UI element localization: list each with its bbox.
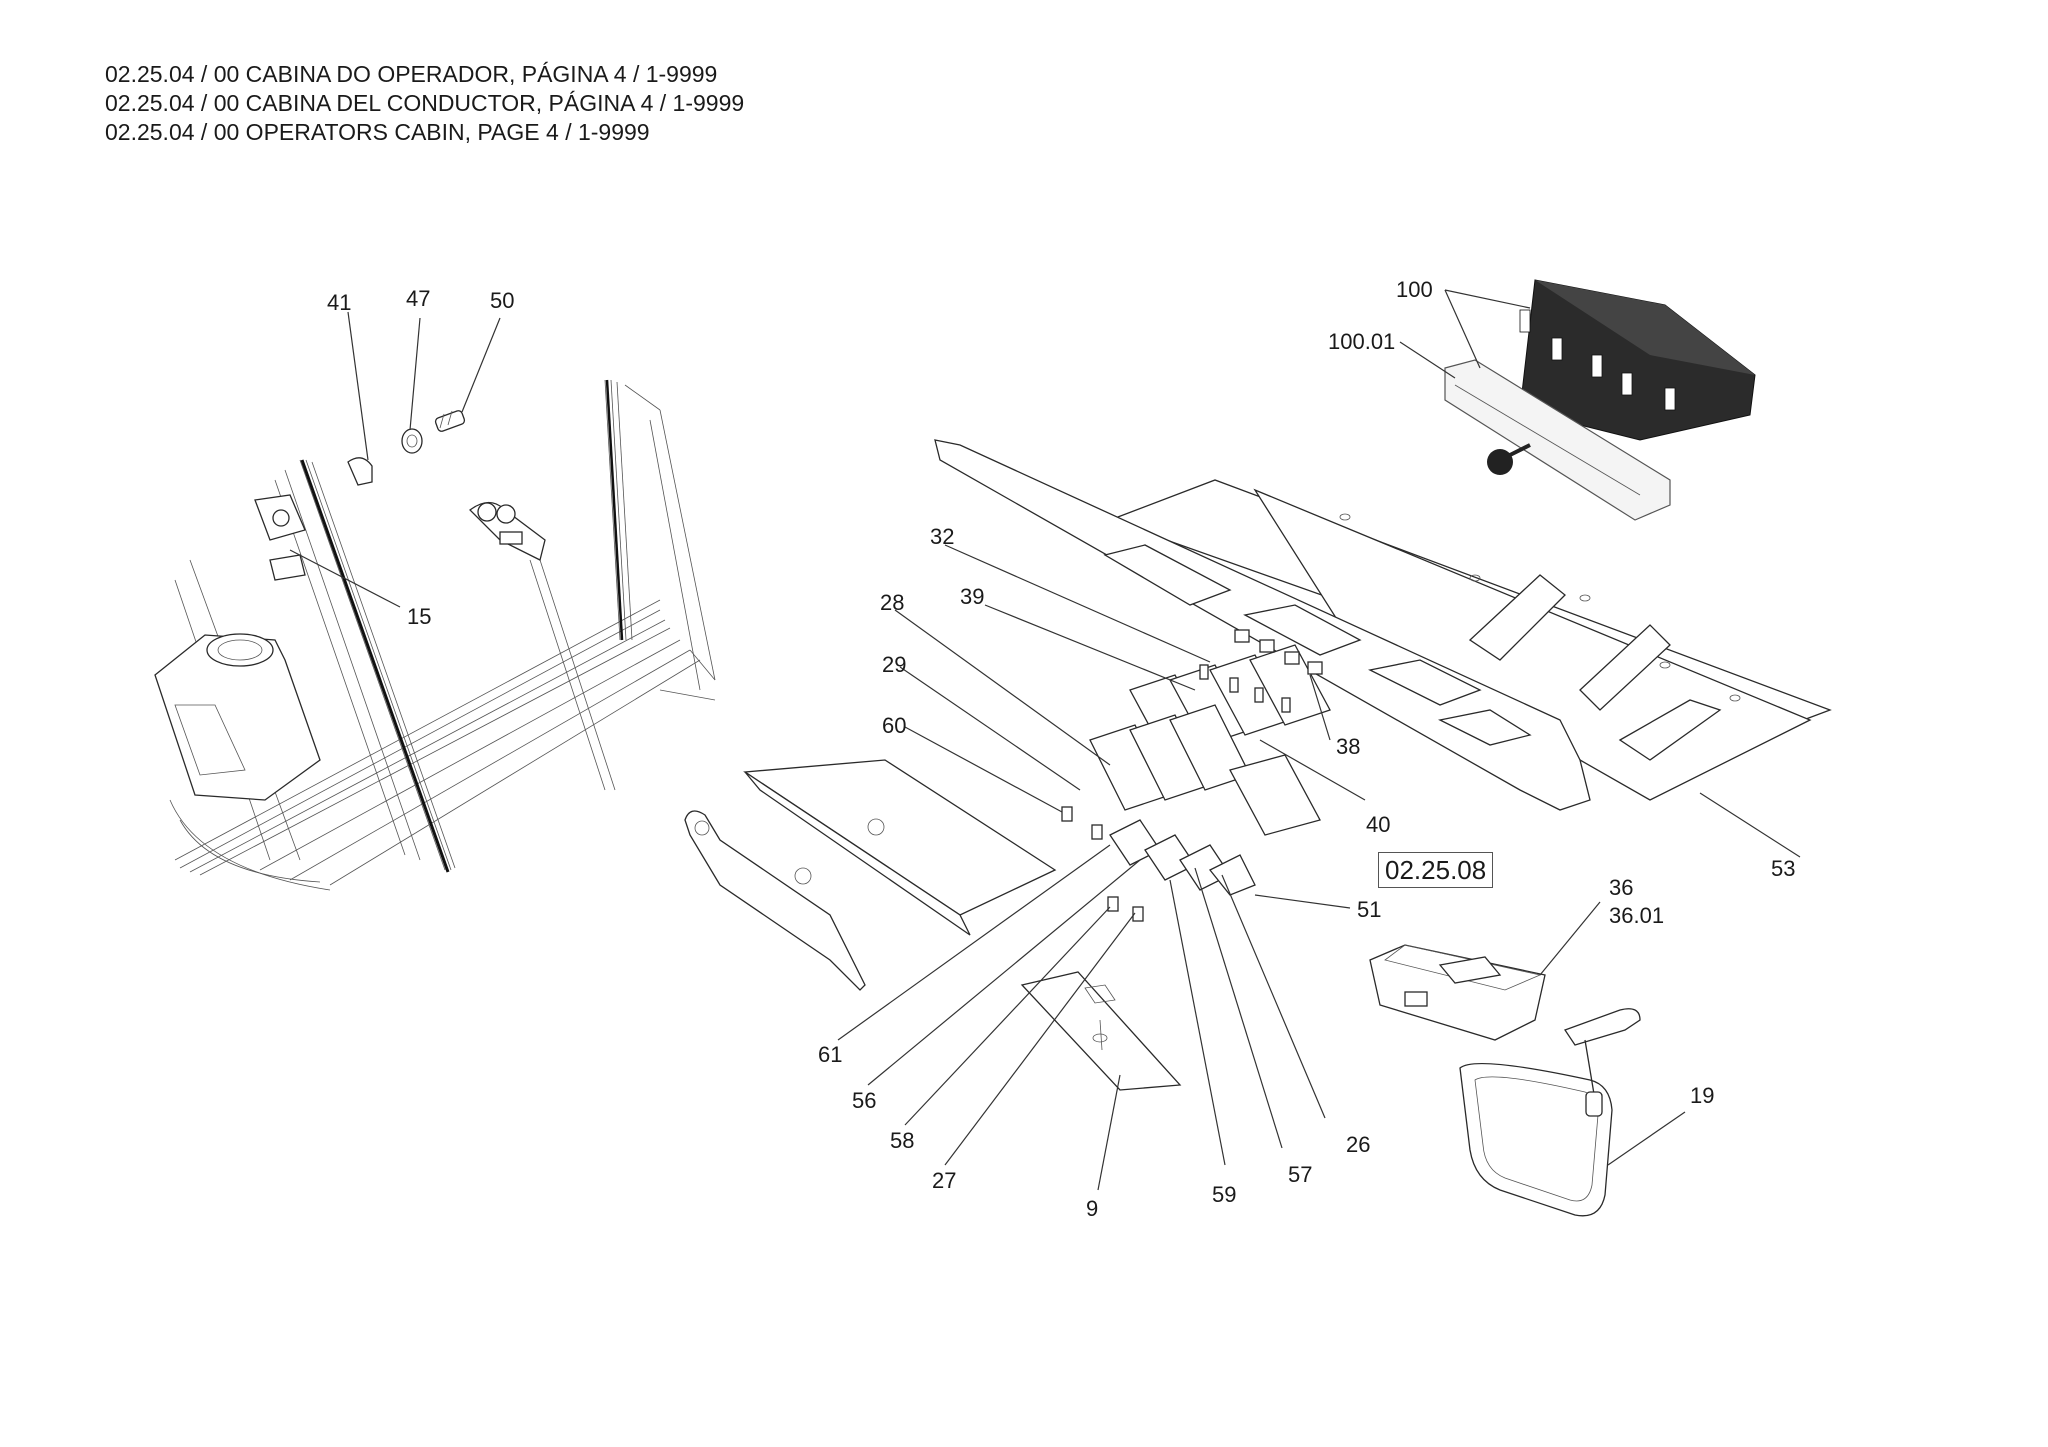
label-36-01: 36.01: [1609, 903, 1664, 928]
shelf-drawing: [684, 759, 1057, 991]
label-32: 32: [930, 524, 954, 549]
label-60: 60: [882, 713, 906, 738]
label-26: 26: [1346, 1132, 1370, 1157]
label-19: 19: [1690, 1083, 1714, 1108]
leader-lines: [289, 289, 1801, 1191]
label-38: 38: [1336, 734, 1360, 759]
mirror-drawing: [1459, 1008, 1641, 1217]
label-51: 51: [1357, 897, 1381, 922]
label-57: 57: [1288, 1162, 1312, 1187]
switch-cluster-drawing: [1061, 629, 1331, 922]
part-labels: 41 47 50 15 100 100.01 32 28 39 29 60 38…: [327, 277, 1795, 1221]
label-56: 56: [852, 1088, 876, 1113]
label-36: 36: [1609, 875, 1633, 900]
page-header: 02.25.04 / 00 CABINA DO OPERADOR, PÁGINA…: [105, 60, 744, 147]
label-9: 9: [1086, 1196, 1098, 1221]
label-41: 41: [327, 290, 351, 315]
console-panel-drawing: [934, 439, 1832, 811]
header-line-pt: 02.25.04 / 00 CABINA DO OPERADOR, PÁGINA…: [105, 61, 718, 87]
display-unit-drawing: [1369, 944, 1546, 1041]
label-28: 28: [880, 590, 904, 615]
fuse-box-drawing: [1444, 279, 1756, 521]
cabin-frame-drawing: [154, 379, 716, 891]
reference-box: 02.25.08: [1378, 852, 1494, 888]
label-27: 27: [932, 1168, 956, 1193]
label-59: 59: [1212, 1182, 1236, 1207]
label-100: 100: [1396, 277, 1433, 302]
label-29: 29: [882, 652, 906, 677]
label-39: 39: [960, 584, 984, 609]
label-47: 47: [406, 286, 430, 311]
label-58: 58: [890, 1128, 914, 1153]
label-40: 40: [1366, 812, 1390, 837]
label-61: 61: [818, 1042, 842, 1067]
label-15: 15: [407, 604, 431, 629]
header-line-en: 02.25.04 / 00 OPERATORS CABIN, PAGE 4 / …: [105, 119, 650, 145]
label-50: 50: [490, 288, 514, 313]
label-100-01: 100.01: [1328, 329, 1395, 354]
label-53: 53: [1771, 856, 1795, 881]
cover-plate-drawing: [1020, 971, 1182, 1091]
header-line-es: 02.25.04 / 00 CABINA DEL CONDUCTOR, PÁGI…: [105, 90, 745, 116]
